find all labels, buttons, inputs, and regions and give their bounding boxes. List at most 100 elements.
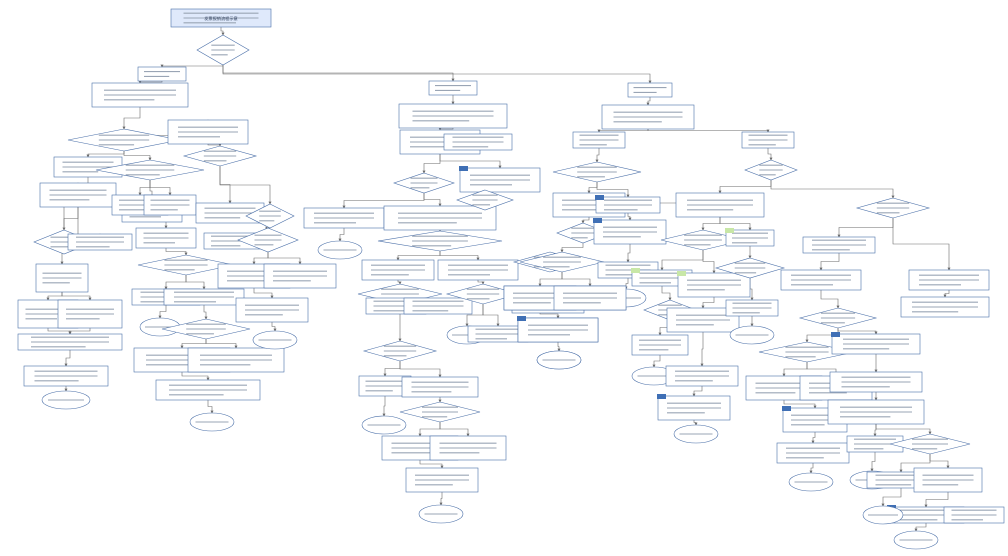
flow-connector	[881, 488, 902, 507]
flow-connector	[811, 432, 816, 444]
flow-connector	[252, 252, 269, 265]
flow-connector	[419, 460, 444, 469]
flow-connector	[929, 454, 950, 469]
flow-connector	[338, 228, 345, 242]
flow-connector	[560, 243, 584, 253]
flow-connector	[439, 492, 443, 506]
flow-connector	[253, 288, 274, 299]
node-tag-badge	[725, 228, 734, 233]
flow-connector	[702, 250, 716, 274]
flowchart-nodes: 发票报销流程示意	[17, 8, 1005, 550]
flow-connector	[399, 361, 442, 378]
flow-connector	[782, 362, 808, 377]
flow-connector	[596, 182, 630, 198]
flow-connector	[914, 523, 927, 532]
flow-connector	[837, 218, 894, 238]
flow-connector	[64, 350, 71, 367]
node-tag-badge	[782, 406, 791, 411]
flow-connector	[397, 280, 402, 285]
flow-connector	[180, 339, 207, 349]
flow-connector	[652, 355, 661, 368]
flow-connector	[627, 213, 632, 221]
flow-connector	[122, 107, 141, 130]
flow-connector	[783, 400, 817, 409]
start-node-label: 发票报销流程示意	[204, 15, 238, 22]
flow-connector	[477, 280, 485, 285]
flow-connector	[538, 272, 563, 287]
flow-connector	[68, 328, 91, 335]
flow-connector	[647, 129, 770, 133]
flow-connector	[767, 148, 773, 161]
flow-connector	[660, 250, 704, 271]
flow-connector	[396, 251, 441, 261]
process-box	[137, 66, 187, 82]
flow-connector	[418, 422, 441, 437]
flow-connector	[220, 27, 225, 36]
flow-connector	[482, 304, 500, 327]
flow-connector	[219, 166, 272, 205]
node-tag-badge	[631, 268, 640, 273]
flow-connector	[805, 328, 839, 343]
flow-connector	[693, 420, 698, 426]
flow-connector	[595, 148, 600, 163]
flow-connector	[382, 396, 386, 417]
node-tag-badge	[459, 166, 468, 171]
flow-connector	[875, 424, 932, 435]
flow-connector	[439, 251, 480, 261]
flow-connector	[719, 217, 752, 231]
flow-connector	[203, 305, 208, 320]
flow-connector	[219, 166, 232, 204]
flow-connector	[700, 332, 704, 367]
flow-connector	[164, 275, 187, 290]
flow-connector	[581, 217, 590, 224]
node-tag-badge	[593, 218, 602, 223]
flow-connector	[207, 400, 214, 414]
flow-connector	[138, 80, 163, 84]
flow-connector	[626, 244, 631, 263]
node-tag-badge	[831, 332, 840, 337]
flow-connector	[439, 422, 470, 437]
process-box	[627, 82, 673, 98]
flow-connector	[422, 154, 441, 174]
flow-connector	[561, 272, 592, 287]
flow-connector	[701, 217, 721, 231]
node-tag-badge	[517, 316, 526, 321]
flow-connector	[423, 193, 442, 207]
flow-connector	[924, 492, 949, 508]
node-tag-badge	[595, 195, 604, 200]
flow-connector	[597, 129, 649, 133]
flow-connector	[222, 65, 652, 84]
flow-connector	[47, 328, 72, 335]
flow-connector	[158, 305, 167, 319]
flow-connector	[892, 218, 951, 271]
flow-connector	[718, 180, 772, 194]
flow-connector	[646, 97, 651, 106]
flow-connector	[160, 64, 224, 68]
flow-connector	[557, 342, 561, 352]
flow-connector	[181, 372, 210, 381]
flow-connector	[770, 180, 895, 199]
flow-connector	[46, 292, 63, 301]
flow-connector	[123, 151, 152, 161]
flow-connector	[701, 297, 715, 309]
flow-connector	[61, 292, 92, 301]
flow-connector	[809, 463, 814, 474]
flow-connector	[661, 286, 672, 301]
flow-connector	[205, 339, 238, 349]
flow-connector	[692, 386, 703, 397]
flow-connector	[149, 180, 172, 196]
flow-connector	[820, 290, 840, 309]
flow-connector	[439, 154, 502, 169]
flow-connector	[185, 275, 206, 290]
flow-connector	[267, 252, 302, 265]
flow-connector	[222, 65, 455, 82]
flow-connector	[870, 452, 876, 472]
flow-connector	[271, 322, 277, 332]
flow-connector	[383, 361, 401, 377]
flow-connector	[837, 328, 878, 335]
node-tag-badge	[677, 271, 686, 276]
flow-connector	[138, 180, 151, 196]
flow-connector	[86, 151, 125, 158]
flow-connector	[207, 143, 222, 147]
